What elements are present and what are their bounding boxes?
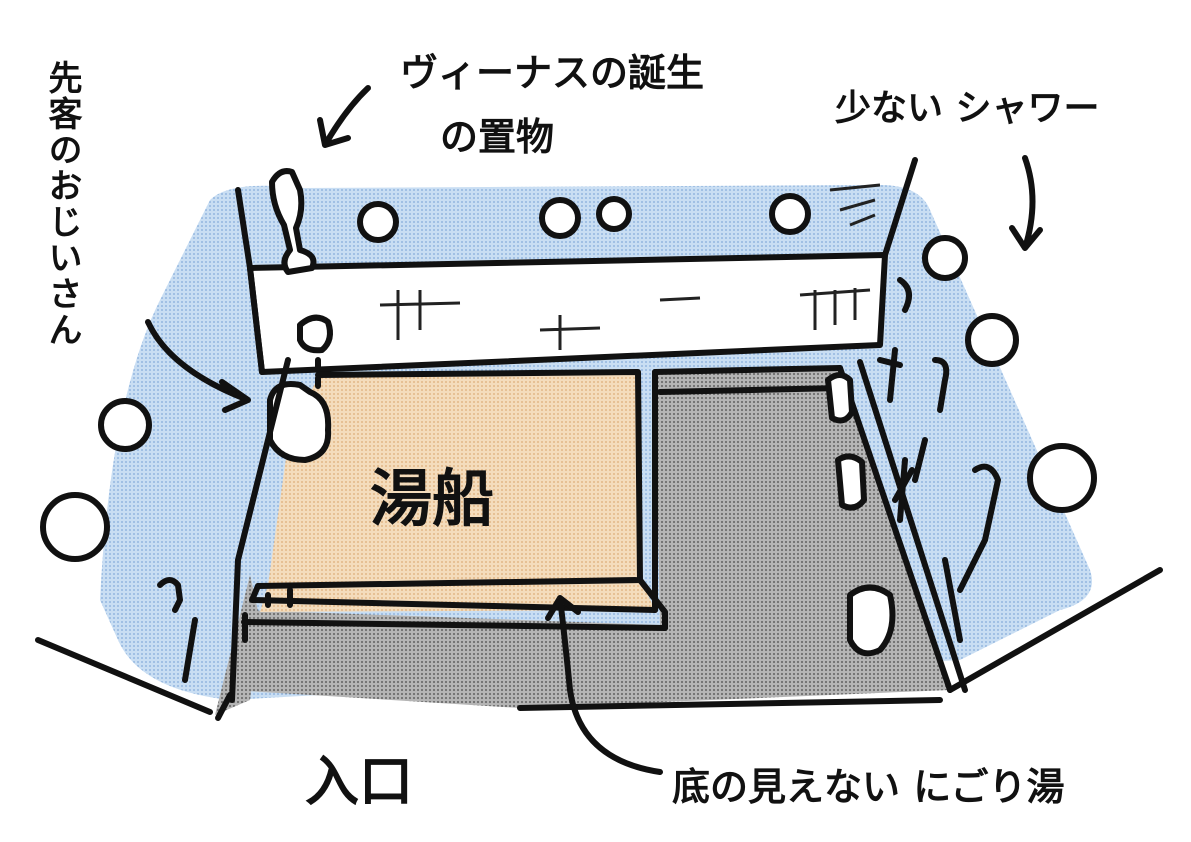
tub-outline <box>229 357 668 703</box>
floor-left <box>215 575 260 715</box>
shelf-hatch <box>379 183 881 350</box>
shower-fixtures[interactable] <box>157 277 1001 683</box>
arrows <box>145 85 1043 775</box>
label-iriguchi: 入口 <box>305 750 413 813</box>
label-yubune: 湯船 <box>370 462 494 535</box>
label-venus: ヴィーナスの誕生 <box>400 51 704 95</box>
room-lines <box>35 359 1163 721</box>
tub-water <box>260 372 655 612</box>
label-okimono: の置物 <box>440 115 554 159</box>
label-nigorizu: 底の見えない にごり湯 <box>672 765 1064 809</box>
arrow-shower <box>1009 155 1043 251</box>
label-senkyaku: 先客のおじいさん <box>42 60 82 348</box>
arrow-nigorizu <box>545 595 663 775</box>
wall-circles <box>40 193 1097 562</box>
old-man-figure[interactable] <box>267 314 333 463</box>
arrow-old-man <box>145 319 251 413</box>
arrow-venus <box>317 85 371 148</box>
label-shower: 少ない シャワー <box>835 88 1100 129</box>
venus-statue[interactable] <box>269 168 317 275</box>
